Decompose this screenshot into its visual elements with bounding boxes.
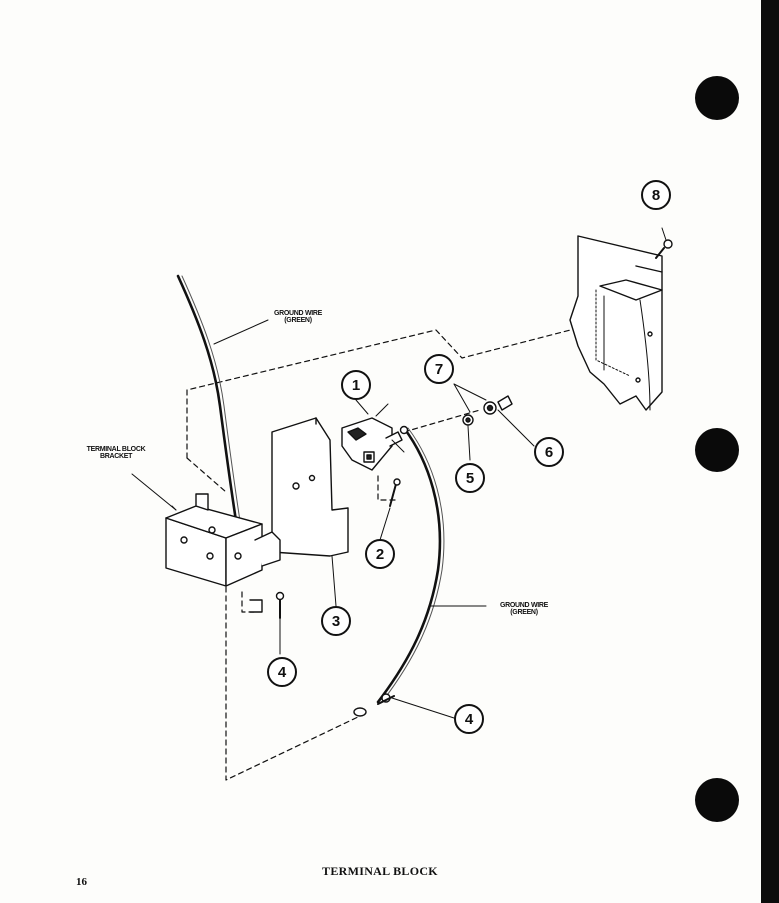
scan-edge-shadow bbox=[761, 0, 779, 903]
callout-7: 7 bbox=[424, 354, 454, 384]
callout-4-left: 4 bbox=[267, 657, 297, 687]
callout-8: 8 bbox=[641, 180, 671, 210]
screw-2 bbox=[379, 478, 401, 541]
callout-2: 2 bbox=[365, 539, 395, 569]
terminal-block-bracket-label: TERMINAL BLOCK BRACKET bbox=[86, 446, 146, 461]
callout-6: 6 bbox=[534, 437, 564, 467]
ground-wire-bottom bbox=[376, 425, 487, 704]
screw-8 bbox=[655, 227, 673, 259]
binder-hole-bottom bbox=[695, 778, 739, 822]
ground-wire-label-bottom: GROUND WIRE (GREEN) bbox=[499, 602, 549, 617]
binder-hole-middle bbox=[695, 428, 739, 472]
hardware-5-6-7 bbox=[453, 383, 535, 461]
terminal-block-bracket bbox=[131, 473, 263, 587]
mounting-plate bbox=[254, 417, 349, 607]
diagram-title: TERMINAL BLOCK bbox=[322, 864, 438, 878]
callout-5: 5 bbox=[455, 463, 485, 493]
screw-4-right bbox=[353, 693, 455, 719]
binder-hole-top bbox=[695, 76, 739, 120]
terminal-block bbox=[341, 403, 405, 471]
ground-wire-top bbox=[176, 274, 269, 548]
screw-4-left bbox=[249, 591, 285, 655]
page-number: 16 bbox=[76, 876, 87, 888]
dashed-assembly-outline bbox=[186, 311, 641, 781]
unit-cabinet-panel bbox=[569, 235, 663, 411]
ground-wire-label-top: GROUND WIRE (GREEN) bbox=[273, 310, 323, 325]
callout-1: 1 bbox=[341, 370, 371, 400]
callout-4-right: 4 bbox=[454, 704, 484, 734]
callout-3: 3 bbox=[321, 606, 351, 636]
